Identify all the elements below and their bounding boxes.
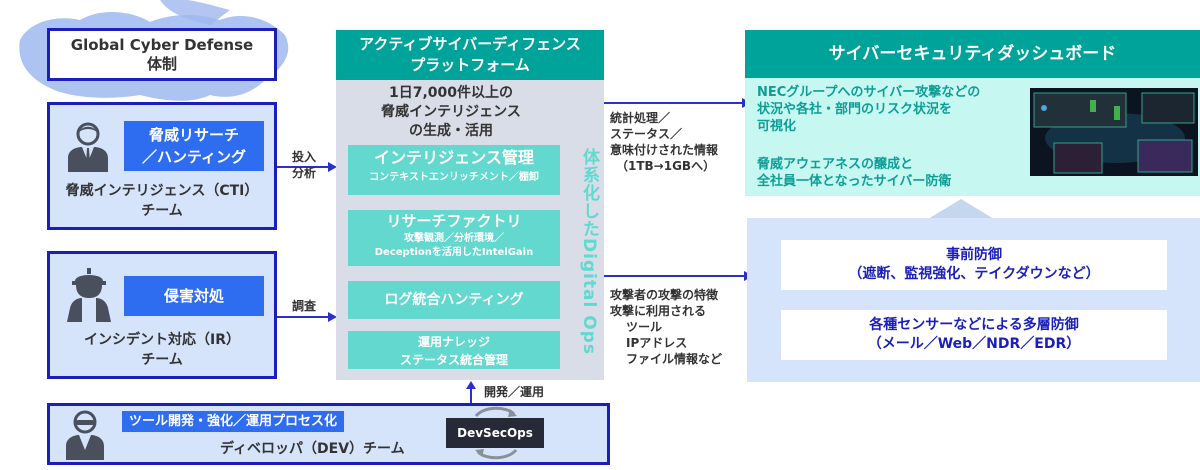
dev-team-name: ディベロッパ（DEV）チーム <box>220 441 405 457</box>
flow-line: ツール <box>626 320 663 334</box>
title-line1: Global Cyber Defense <box>70 36 254 54</box>
ir-arrow-label: 調査 <box>292 299 317 313</box>
digital-ops-vertical-label: 体系化したDigital Ops <box>579 148 599 356</box>
cti-arrow-line <box>277 166 329 168</box>
flow-line: ステータス／ <box>610 127 683 141</box>
arrow-label-line1: 投入 <box>292 150 317 164</box>
multilayer-defense-card: 各種センサーなどによる多層防御 （メール／Web／NDR／EDR） <box>781 310 1167 360</box>
cti-role-label: 脅威リサーチ ／ハンティング <box>124 121 264 171</box>
dev-up-arrow-line <box>470 388 472 403</box>
glasses-person-icon <box>66 410 104 460</box>
dashboard-header: サイバーセキュリティダッシュボード <box>745 30 1200 78</box>
flow-line: 攻撃に利用される <box>610 304 707 318</box>
arrow-label-line2: 分析 <box>292 166 317 180</box>
dash-line: 状況や各社・部門のリスク状況を <box>757 102 953 117</box>
flow-line: IPアドレス <box>626 336 688 350</box>
ir-arrow-line <box>277 316 329 318</box>
cti-role-line2: ／ハンティング <box>141 148 247 166</box>
title-line2: 体制 <box>146 55 177 73</box>
dev-up-arrowhead <box>466 381 476 389</box>
defense-line: 各種センサーなどによる多層防御 <box>869 317 1079 333</box>
card-subtitle: コンテキストエンリッチメント／棚卸 <box>369 172 539 183</box>
hardhat-person-icon <box>67 268 111 322</box>
platform-body: 1日7,000件以上の 脅威インテリジェンス の生成・活用 インテリジェンス管理… <box>336 80 604 380</box>
defense-panel: 事前防御 （遮断、監視強化、テイクダウンなど） 各種センサーなどによる多層防御 … <box>747 218 1200 382</box>
card-title: リサーチファクトリ <box>386 212 522 230</box>
research-factory-card: リサーチファクトリ 攻撃観測／分析環境／ Deceptionを活用したIntel… <box>348 210 560 266</box>
defense-line: （遮断、監視強化、テイクダウンなど） <box>848 266 1100 282</box>
platform-lead: 1日7,000件以上の 脅威インテリジェンス の生成・活用 <box>336 84 566 141</box>
cti-team-name: 脅威インテリジェンス（CTI） チーム <box>50 181 274 221</box>
devsecops-badge: DevSecOps <box>446 418 544 448</box>
dashboard-text1: NECグループへのサイバー攻撃などの 状況や各社・部門のリスク状況を 可視化 <box>757 84 980 135</box>
lead-line3: の生成・活用 <box>409 123 493 139</box>
dashboard-screenshot-image <box>1030 88 1198 176</box>
up-triangle-connector <box>928 199 994 219</box>
lower-flow-line <box>604 275 746 277</box>
intelligence-management-card: インテリジェンス管理 コンテキストエンリッチメント／棚卸 <box>348 145 560 195</box>
cti-role-line1: 脅威リサーチ <box>148 126 239 144</box>
ir-name-line1: インシデント対応（IR） <box>84 332 240 348</box>
defense-line: 事前防御 <box>946 247 1002 263</box>
dash-line: 可視化 <box>757 119 797 134</box>
ir-team-box: 侵害対処 インシデント対応（IR） チーム <box>47 251 277 379</box>
flow-line: 統計処理／ <box>610 111 671 125</box>
lead-line2: 脅威インテリジェンス <box>381 104 521 120</box>
dashboard-text2: 脅威アウェアネスの醸成と 全社員一体となったサイバー防衛 <box>757 156 951 190</box>
platform-title-line1: アクティブサイバーディフェンス <box>359 35 581 53</box>
dev-arrow-label: 開発／運用 <box>484 385 545 399</box>
flow-line: （1TB→1GBへ） <box>616 159 716 173</box>
card-subtitle: ステータス統合管理 <box>399 353 508 367</box>
platform-title-line2: プラットフォーム <box>410 56 530 74</box>
flow-line: 意味付けされた情報 <box>610 143 719 157</box>
ir-role-label: 侵害対処 <box>124 276 264 316</box>
person-icon <box>68 122 108 172</box>
upper-flow-line <box>604 102 744 104</box>
lower-flow-text: 攻撃者の攻撃の特徴 攻撃に利用される ツール IPアドレス ファイル情報など <box>610 287 722 367</box>
ir-arrowhead <box>328 312 337 322</box>
lead-line1: 1日7,000件以上の <box>388 85 514 101</box>
card-title: 運用ナレッジ <box>417 335 490 349</box>
proactive-defense-card: 事前防御 （遮断、監視強化、テイクダウンなど） <box>781 240 1167 290</box>
cycle-arrow-bottom-icon <box>475 448 518 460</box>
global-cyber-defense-title: Global Cyber Defense 体制 <box>47 28 277 81</box>
cti-arrow-label: 投入 分析 <box>292 149 316 181</box>
dashboard-body: NECグループへのサイバー攻撃などの 状況や各社・部門のリスク状況を 可視化 脅… <box>745 78 1200 196</box>
cycle-arrow-top-icon <box>474 406 517 418</box>
flow-line: ファイル情報など <box>626 352 723 366</box>
platform-header: アクティブサイバーディフェンス プラットフォーム <box>336 30 604 80</box>
knowledge-status-card: 運用ナレッジ ステータス統合管理 <box>348 331 560 369</box>
dev-role-label: ツール開発・強化／運用プロセス化 <box>122 411 344 432</box>
card-subtitle2: Deceptionを活用したIntelGain <box>374 247 534 258</box>
upper-flow-text: 統計処理／ ステータス／ 意味付けされた情報 （1TB→1GBへ） <box>610 110 718 174</box>
cti-name-line1: 脅威インテリジェンス（CTI） <box>65 183 259 199</box>
dash-line: NECグループへのサイバー攻撃などの <box>757 85 981 100</box>
ir-team-name: インシデント対応（IR） チーム <box>50 330 274 370</box>
dash-line: 脅威アウェアネスの醸成と <box>757 157 914 172</box>
card-title: インテリジェンス管理 <box>374 148 534 167</box>
dash-line: 全社員一体となったサイバー防衛 <box>757 174 952 189</box>
cti-name-line2: チーム <box>141 203 183 219</box>
defense-line: （メール／Web／NDR／EDR） <box>867 336 1081 352</box>
card-subtitle: 攻撃観測／分析環境／ <box>404 233 504 244</box>
log-hunting-card: ログ統合ハンティング <box>348 281 560 319</box>
cti-arrowhead <box>328 162 337 172</box>
cti-team-box: 脅威リサーチ ／ハンティング 脅威インテリジェンス（CTI） チーム <box>47 102 277 230</box>
ir-name-line2: チーム <box>141 352 183 368</box>
dashboard-thumbnail-graphic <box>1030 88 1198 176</box>
flow-line: 攻撃者の攻撃の特徴 <box>610 288 719 302</box>
